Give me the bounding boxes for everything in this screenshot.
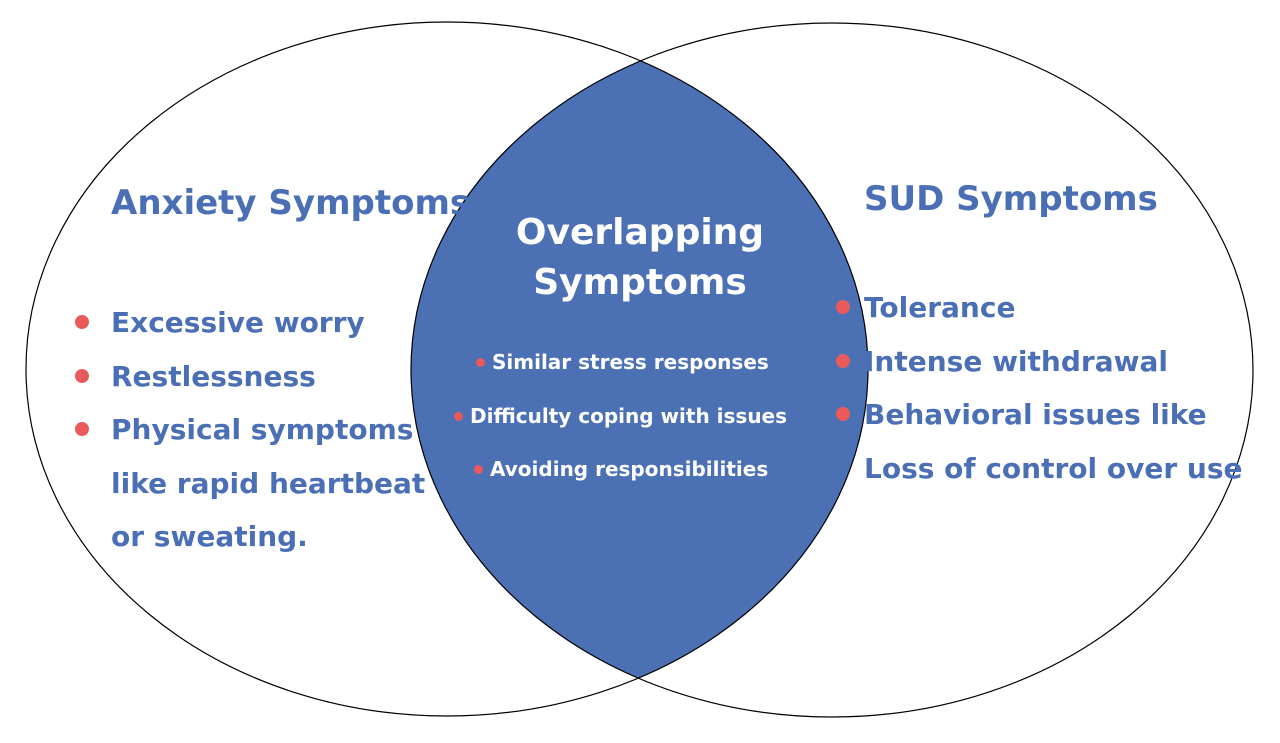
bullet-dot: [836, 300, 850, 314]
sud-symptoms-title: SUD Symptoms: [864, 179, 1158, 219]
list-item-text: Intense withdrawal: [864, 344, 1168, 378]
list-item-text: like rapid heartbeat: [111, 466, 426, 500]
list-item-continuation: like rapid heartbeat: [111, 457, 425, 511]
list-item-text: Excessive worry: [111, 306, 365, 339]
anxiety-symptoms-list: Excessive worry Restlessness Physical sy…: [75, 296, 425, 564]
list-item-text: Restlessness: [111, 359, 316, 393]
list-item: Tolerance: [836, 281, 1243, 335]
list-item-text: Avoiding responsibilities: [490, 457, 769, 481]
overlapping-symptoms-list: Similar stress responses Difficulty copi…: [454, 336, 788, 497]
overlap-region: [411, 23, 868, 716]
list-item-continuation: Loss of control over use: [864, 442, 1243, 496]
list-item: Excessive worry: [75, 296, 425, 350]
list-item: Physical symptoms: [75, 403, 425, 457]
list-item-text: Similar stress responses: [492, 350, 769, 374]
anxiety-circle: [25, 21, 869, 717]
list-item-text: Tolerance: [864, 291, 1016, 324]
bullet-dot: [476, 358, 485, 367]
bullet-dot: [454, 411, 463, 421]
list-item: Restlessness: [75, 350, 425, 404]
bullet-dot: [474, 465, 483, 474]
bullet-dot: [75, 368, 89, 383]
list-item-text: Loss of control over use: [864, 451, 1243, 485]
anxiety-symptoms-title: Anxiety Symptoms: [111, 183, 471, 223]
bullet-dot: [836, 407, 850, 421]
overlapping-symptoms-title: Overlapping Symptoms: [440, 208, 840, 308]
list-item-continuation: or sweating.: [111, 510, 425, 564]
list-item-text: Behavioral issues like: [864, 398, 1207, 431]
bullet-dot: [836, 353, 850, 368]
list-item: Similar stress responses: [476, 336, 809, 390]
bullet-dot: [75, 422, 89, 436]
bullet-dot: [75, 315, 89, 329]
list-item-text: Physical symptoms: [111, 413, 414, 446]
list-item-text: or sweating.: [111, 520, 308, 553]
list-item-text: Difficulty coping with issues: [470, 403, 788, 428]
list-item: Avoiding responsibilities: [474, 443, 807, 497]
sud-circle: [410, 22, 1254, 718]
overlapping-title-line: Symptoms: [533, 262, 747, 303]
sud-symptoms-list: Tolerance Intense withdrawal Behavioral …: [836, 281, 1243, 496]
overlapping-title-line: Overlapping: [515, 212, 765, 253]
list-item: Behavioral issues like: [836, 388, 1243, 442]
list-item: Intense withdrawal: [836, 335, 1243, 389]
list-item: Difficulty coping with issues: [454, 390, 788, 444]
